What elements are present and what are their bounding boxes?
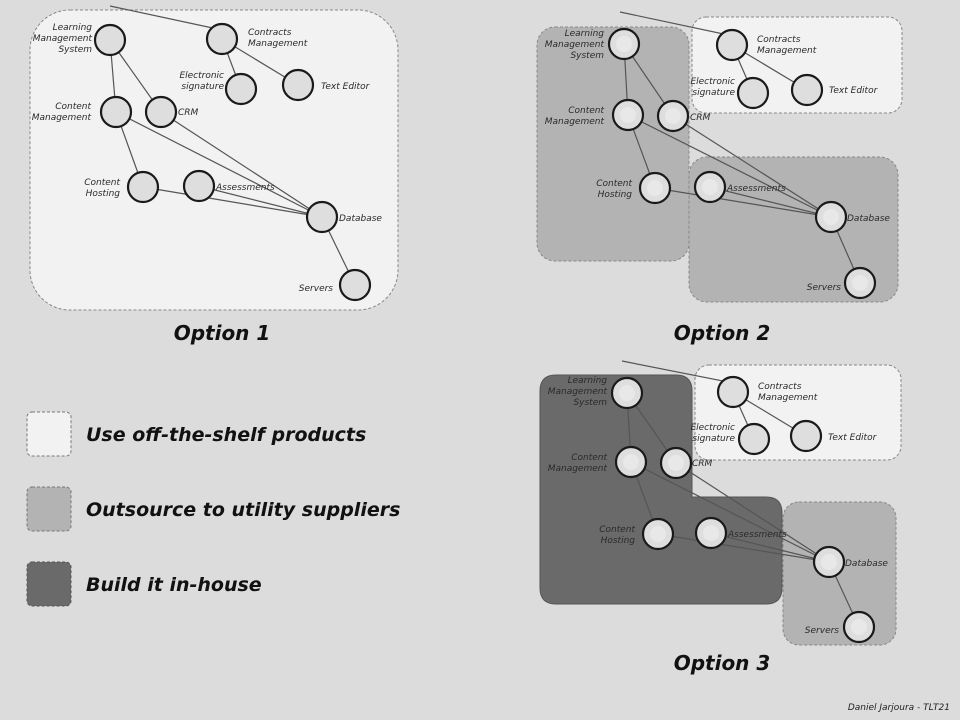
label-crm: CRM [178, 108, 199, 118]
node-database [814, 200, 848, 234]
node-esign [736, 76, 770, 110]
node-content-mgmt [611, 98, 645, 132]
legend-item-outsource: Outsource to utility suppliers [26, 486, 400, 532]
legend-swatch-off-the-shelf [26, 411, 72, 457]
node-database [305, 200, 339, 234]
node-servers [842, 610, 876, 644]
node-crm [656, 99, 690, 133]
label-assessments: Assessments [215, 183, 275, 193]
option-3-title: Option 3 [674, 651, 771, 675]
node-contracts [205, 22, 239, 56]
label-texteditor: Text Editor [828, 433, 878, 443]
node-assessments [182, 169, 216, 203]
label-servers: Servers [805, 626, 840, 636]
label-texteditor: Text Editor [829, 86, 879, 96]
node-servers [338, 268, 372, 302]
option-2-title: Option 2 [674, 321, 771, 345]
label-servers: Servers [807, 283, 842, 293]
node-content-hosting [638, 171, 672, 205]
node-texteditor [281, 68, 315, 102]
option-2-nodes [607, 27, 877, 300]
legend-label-outsource: Outsource to utility suppliers [86, 499, 400, 521]
node-esign [737, 422, 771, 456]
option-2-zone-outsource-b [688, 156, 899, 303]
label-database: Database [847, 214, 890, 224]
author-credit: Daniel Jarjoura - TLT21 [848, 703, 950, 713]
node-texteditor [790, 73, 824, 107]
legend-swatch-in-house [26, 561, 72, 607]
legend-label-in-house: Build it in-house [86, 574, 262, 596]
option-3-nodes [610, 375, 876, 644]
node-contracts [716, 375, 750, 409]
node-texteditor [789, 419, 823, 453]
legend-item-in-house: Build it in-house [26, 561, 262, 607]
legend-swatch-outsource [26, 486, 72, 532]
label-assessments: Assessments [727, 530, 787, 540]
node-database [812, 545, 846, 579]
node-content-hosting [641, 517, 675, 551]
node-esign [224, 72, 258, 106]
node-contracts [715, 28, 749, 62]
node-lms [93, 23, 127, 57]
option-3-zone-in-house [539, 374, 783, 605]
legend: Use off-the-shelf products Outsource to … [26, 411, 400, 607]
label-servers: Servers [299, 284, 334, 294]
label-crm: CRM [692, 459, 713, 469]
label-assessments: Assessments [726, 184, 786, 194]
option-1-zone-off-the-shelf [29, 9, 399, 311]
legend-item-off-the-shelf: Use off-the-shelf products [26, 411, 366, 457]
option-1-nodes [93, 22, 372, 302]
label-database: Database [339, 214, 382, 224]
node-assessments [693, 170, 727, 204]
label-crm: CRM [690, 113, 711, 123]
node-content-mgmt [99, 95, 133, 129]
node-lms [607, 27, 641, 61]
node-servers [843, 266, 877, 300]
label-database: Database [845, 559, 888, 569]
node-content-mgmt [614, 445, 648, 479]
option-2-zone-outsource-a [536, 26, 690, 262]
label-texteditor: Text Editor [321, 82, 371, 92]
node-crm [144, 95, 178, 129]
node-content-hosting [126, 170, 160, 204]
node-lms [610, 376, 644, 410]
node-crm [659, 446, 693, 480]
node-assessments [694, 516, 728, 550]
legend-label-off-the-shelf: Use off-the-shelf products [86, 424, 366, 446]
option-1-title: Option 1 [174, 321, 271, 345]
